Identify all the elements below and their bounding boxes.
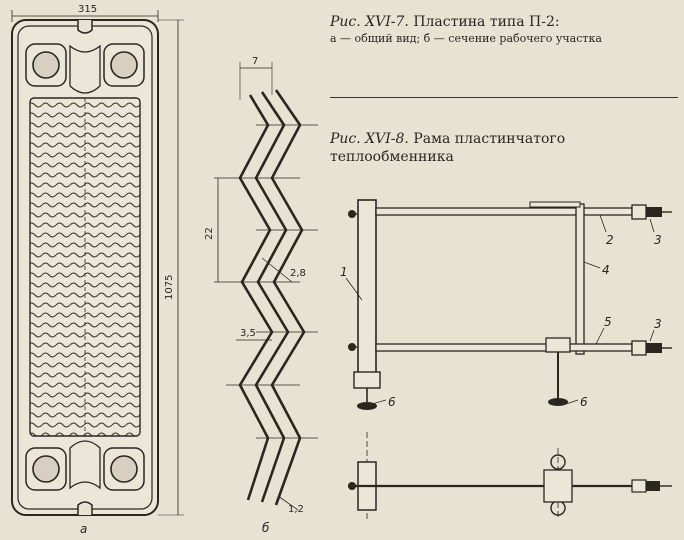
callout-1: 1 [340,265,348,279]
plate-view-label: а [80,522,87,536]
thickness-28-label: 2,8 [290,268,306,279]
plate-general-view: 315 1075 а [11,4,184,536]
callout-5: 5 [604,315,612,329]
lower-guide-bar [375,343,633,352]
height-dimension-label: 1075 [164,275,175,300]
upper-tension-nut [646,207,662,217]
figure-7-number: Рис. XVI-7. [330,14,409,30]
callout-4: 4 [602,263,610,277]
plate-top-distributor [69,44,101,94]
figure-8-number: Рис. XVI-8. [330,131,409,147]
width-dimension-label: 315 [78,4,97,15]
callout-3-lower: 3 [654,317,662,331]
heat-exchanger-frame: 1 2 3 4 5 3 6 6 [340,199,672,520]
working-section-view: 7 22 2,8 3,5 1,2 б [204,56,318,535]
thickness-12-label: 1,2 [288,504,304,515]
figure-7-subcaption: а — общий вид; б — сечение рабочего учас… [330,32,602,45]
port-top-right [110,51,138,79]
port-top-left [32,51,60,79]
port-bottom-right [110,455,138,483]
callout-6-right: 6 [580,395,588,409]
figure-8-caption: Рис. XVI-8. Рама пластинчатого теплообме… [330,130,678,166]
figure-8-title: Рама пластинчатого теплообменника [330,131,566,165]
pressure-plate [575,203,585,355]
lower-tension-nut [646,343,662,353]
upper-guide-bar [375,207,633,216]
section-view-label: б [262,521,270,535]
pitch-dimension-label: 7 [252,56,258,67]
stand-foot-right [548,398,568,406]
depth-dimension-label: 3,5 [240,328,256,339]
wave-step-label: 22 [204,227,215,240]
frame-plan-view [348,432,672,520]
callout-2: 2 [606,233,614,247]
port-bottom-left-frame [25,447,67,491]
callout-3-upper: 3 [654,233,662,247]
frame-stand [357,199,377,379]
figure-7-caption: Рис. XVI-7. Пластина типа П-2: а — общий… [330,14,678,45]
port-top-right-frame [103,43,145,87]
port-bottom-right-frame [103,447,145,491]
plate-bottom-notch [77,501,93,515]
plate-bottom-distributor [69,440,101,490]
port-bottom-left [32,455,60,483]
caption-divider [330,97,678,98]
port-top-left-frame [25,43,67,87]
figure-7-title: Пластина типа П-2: [413,14,560,30]
thickness-12-leader [277,495,299,511]
callout-6-left: 6 [388,395,396,409]
section-profile-right [270,89,306,506]
plate-top-notch [77,20,93,34]
thickness-28-leader [261,257,293,283]
